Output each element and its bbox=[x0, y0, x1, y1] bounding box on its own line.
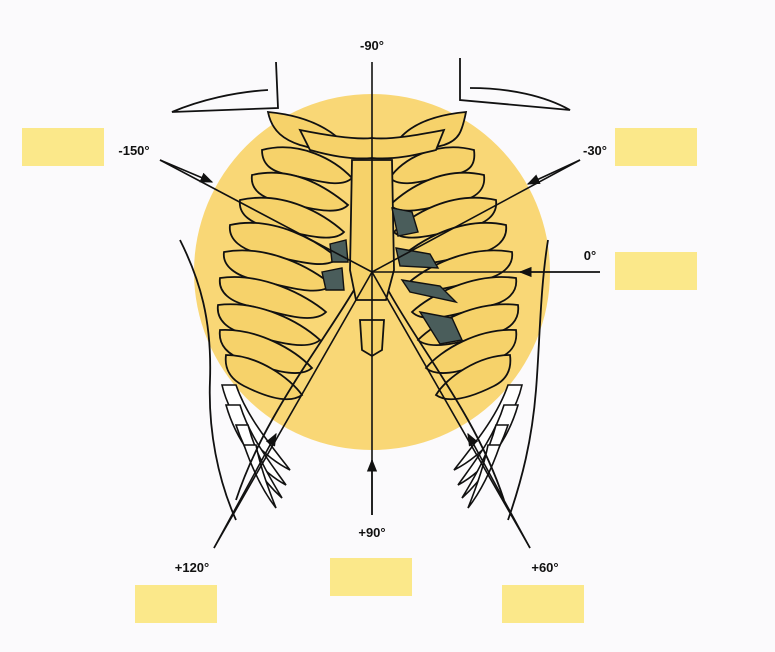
ribs-right bbox=[388, 110, 520, 401]
answer-box-zero[interactable] bbox=[615, 252, 697, 290]
label-plus-90: +90° bbox=[358, 525, 385, 540]
axis-line-plus-120 bbox=[213, 271, 373, 549]
label-minus-30: -30° bbox=[583, 143, 607, 158]
lower-ribs-right bbox=[453, 384, 524, 509]
arrow-minus-30 bbox=[526, 159, 581, 185]
costal-margins bbox=[235, 289, 505, 501]
answer-box-minus-150[interactable] bbox=[22, 128, 104, 166]
label-minus-90: -90° bbox=[360, 38, 384, 53]
answer-box-minus-30[interactable] bbox=[615, 128, 697, 166]
axis-line-minus-30 bbox=[371, 159, 581, 273]
label-plus-120: +120° bbox=[175, 560, 209, 575]
axis-line-minus-150 bbox=[159, 159, 373, 273]
axis-arrows bbox=[159, 159, 600, 549]
lower-ribs-left bbox=[220, 384, 291, 509]
answer-box-plus-90[interactable] bbox=[330, 558, 412, 596]
label-plus-60: +60° bbox=[531, 560, 558, 575]
arrow-minus-150 bbox=[159, 159, 214, 183]
arrow-plus-120 bbox=[213, 432, 277, 549]
axis-lines bbox=[159, 62, 600, 549]
label-minus-150: -150° bbox=[118, 143, 149, 158]
arrow-plus-60 bbox=[467, 432, 531, 549]
answer-box-plus-120[interactable] bbox=[135, 585, 217, 623]
torso-outline bbox=[171, 58, 571, 521]
answer-box-plus-60[interactable] bbox=[502, 585, 584, 623]
label-zero: 0° bbox=[584, 248, 596, 263]
axis-line-plus-60 bbox=[371, 271, 531, 549]
